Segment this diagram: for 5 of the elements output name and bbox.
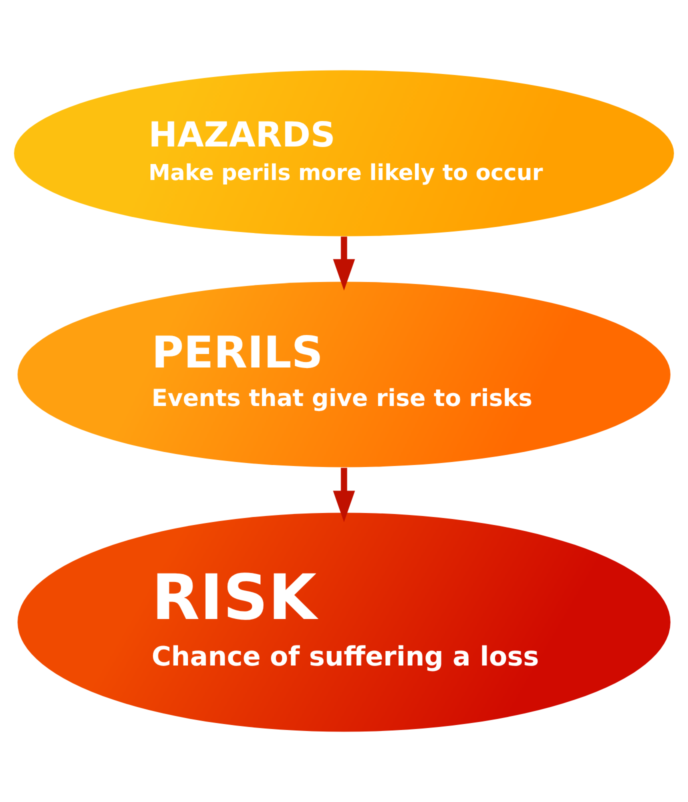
node-ellipse: RISK Chance of suffering a loss xyxy=(18,512,670,732)
node-ellipse: HAZARDS Make perils more likely to occur xyxy=(14,70,674,236)
arrow xyxy=(333,236,355,291)
node-ellipse: PERILS Events that give rise to risks xyxy=(18,282,670,468)
arrow xyxy=(333,468,355,522)
